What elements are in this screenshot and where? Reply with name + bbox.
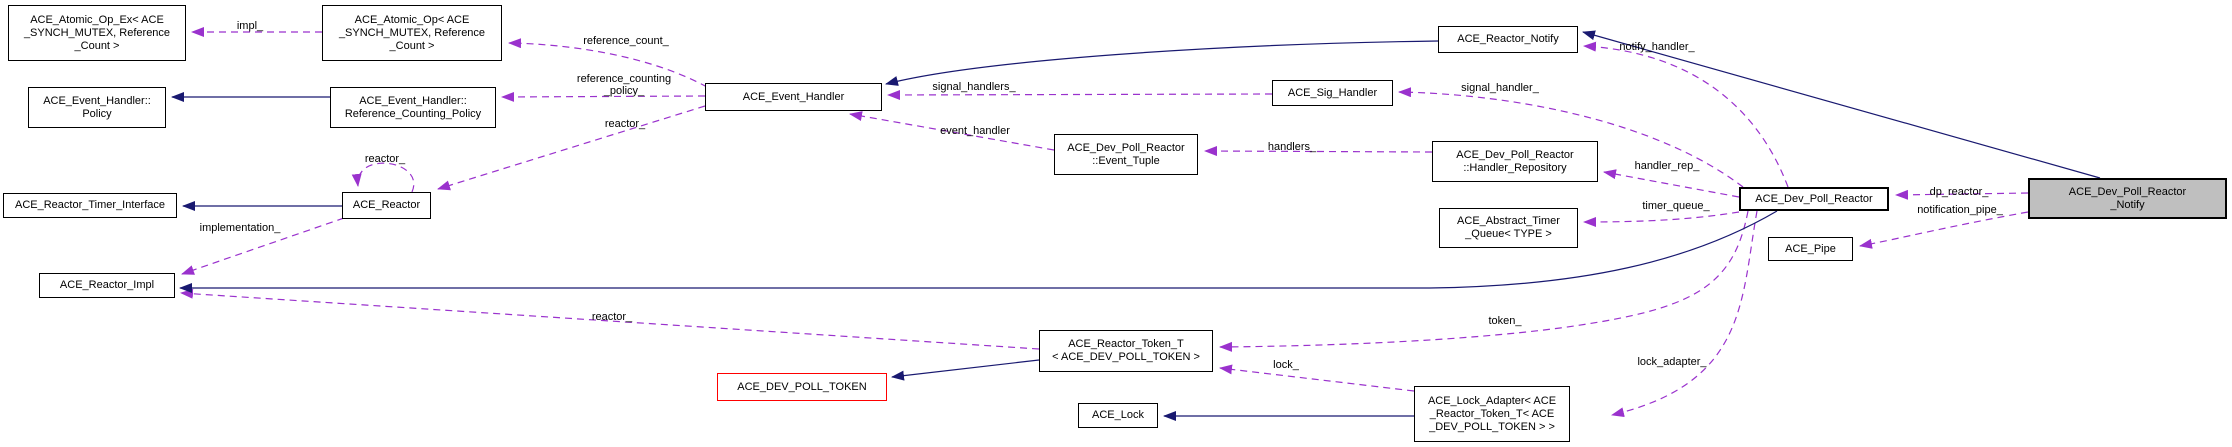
node-ace-atomic-op-ex[interactable]: ACE_Atomic_Op_Ex< ACE _SYNCH_MUTEX, Refe… [8, 5, 186, 61]
edge-lock [1219, 364, 1415, 392]
node-ace-event-handler[interactable]: ACE_Event_Handler [705, 83, 882, 111]
node-label: ACE_Reactor_Impl [59, 279, 155, 291]
node-ace-pipe[interactable]: ACE_Pipe [1768, 237, 1853, 261]
edge-event-handler [849, 111, 1055, 151]
node-label: ACE_Sig_Handler [1287, 86, 1378, 99]
edge-reactornotify-to-eventhandler [885, 40, 1439, 86]
node-label: ACE_Event_Handler [742, 90, 845, 103]
node-label: ACE_Reactor_Notify [1457, 33, 1559, 45]
node-label: ACE_Lock_Adapter< ACE _Reactor_Token_T< … [1427, 394, 1557, 433]
node-label: ACE_Abstract_Timer _Queue< TYPE > [1457, 215, 1560, 240]
node-label: ACE_Reactor_Timer_Interface [15, 199, 165, 211]
edge-reactor-member [437, 105, 706, 191]
edge-implementation [181, 217, 345, 275]
edge-reactor-self-loop [351, 162, 415, 193]
node-ace-sig-handler[interactable]: ACE_Sig_Handler [1272, 80, 1393, 106]
edge-reference-count [508, 38, 708, 88]
edge-devpollnotify-to-reactornotify [1582, 30, 2101, 179]
node-label: ACE_Dev_Poll_Reactor _Notify [2068, 185, 2187, 211]
edge-signal-handlers [887, 89, 1273, 100]
node-label: ACE_Lock [1092, 409, 1144, 421]
node-ace-reactor-impl[interactable]: ACE_Reactor_Impl [39, 273, 175, 298]
node-label: ACE_Reactor_Token_T < ACE_DEV_POLL_TOKEN… [1052, 338, 1200, 363]
node-ace-atomic-op[interactable]: ACE_Atomic_Op< ACE _SYNCH_MUTEX, Referen… [322, 5, 502, 61]
node-label: ACE_Dev_Poll_Reactor [1755, 192, 1873, 205]
edge-tokent-to-devpolltoken [891, 359, 1040, 381]
node-label: ACE_Atomic_Op< ACE _SYNCH_MUTEX, Referen… [338, 13, 486, 52]
edge-signal-handler [1398, 87, 1744, 188]
node-ace-dev-poll-reactor-event-tuple[interactable]: ACE_Dev_Poll_Reactor ::Event_Tuple [1054, 134, 1198, 175]
edge-notification-pipe [1859, 211, 2029, 249]
node-ace-lock[interactable]: ACE_Lock [1078, 403, 1158, 428]
edge-handlers [1204, 146, 1433, 157]
node-ace-reactor-timer-interface[interactable]: ACE_Reactor_Timer_Interface [3, 193, 177, 218]
node-ace-lock-adapter[interactable]: ACE_Lock_Adapter< ACE _Reactor_Token_T< … [1414, 386, 1570, 442]
edge-dp-reactor [1895, 189, 2029, 200]
node-ace-abstract-timer-queue[interactable]: ACE_Abstract_Timer _Queue< TYPE > [1439, 208, 1578, 248]
edge-timer-queue [1583, 211, 1740, 227]
node-ace-event-handler-policy[interactable]: ACE_Event_Handler:: Policy [28, 87, 166, 128]
node-ace-dev-poll-reactor-notify: ACE_Dev_Poll_Reactor _Notify [2028, 178, 2227, 219]
edge-notify-handler [1583, 41, 1789, 188]
node-label: ACE_DEV_POLL_TOKEN [737, 380, 867, 393]
node-ace-dev-poll-reactor[interactable]: ACE_Dev_Poll_Reactor [1739, 187, 1889, 211]
node-ace-reactor-token-t[interactable]: ACE_Reactor_Token_T < ACE_DEV_POLL_TOKEN… [1039, 330, 1213, 372]
node-label: ACE_Atomic_Op_Ex< ACE _SYNCH_MUTEX, Refe… [23, 13, 171, 52]
node-label: ACE_Event_Handler:: Policy [43, 94, 151, 120]
node-ace-event-handler-reference-counting-policy[interactable]: ACE_Event_Handler:: Reference_Counting_P… [330, 87, 496, 128]
node-label: ACE_Dev_Poll_Reactor ::Handler_Repositor… [1456, 148, 1574, 174]
edge-devpollreactor-to-reactorimpl [179, 210, 1778, 293]
node-ace-reactor-notify[interactable]: ACE_Reactor_Notify [1438, 26, 1578, 53]
edge-reference-counting-policy [501, 91, 706, 102]
node-label: ACE_Event_Handler:: Reference_Counting_P… [344, 94, 482, 120]
node-ace-reactor[interactable]: ACE_Reactor [342, 192, 431, 219]
edge-handler-rep [1603, 169, 1740, 198]
node-ace-dev-poll-token[interactable]: ACE_DEV_POLL_TOKEN [717, 373, 887, 401]
edge-reactor-token [180, 288, 1040, 350]
node-ace-dev-poll-reactor-handler-repository[interactable]: ACE_Dev_Poll_Reactor ::Handler_Repositor… [1432, 141, 1598, 182]
edge-token [1219, 210, 1749, 352]
node-label: ACE_Pipe [1785, 242, 1836, 255]
edge-lock-adapter [1611, 210, 1758, 418]
node-label: ACE_Dev_Poll_Reactor ::Event_Tuple [1067, 141, 1185, 167]
node-label: ACE_Reactor [352, 199, 421, 211]
